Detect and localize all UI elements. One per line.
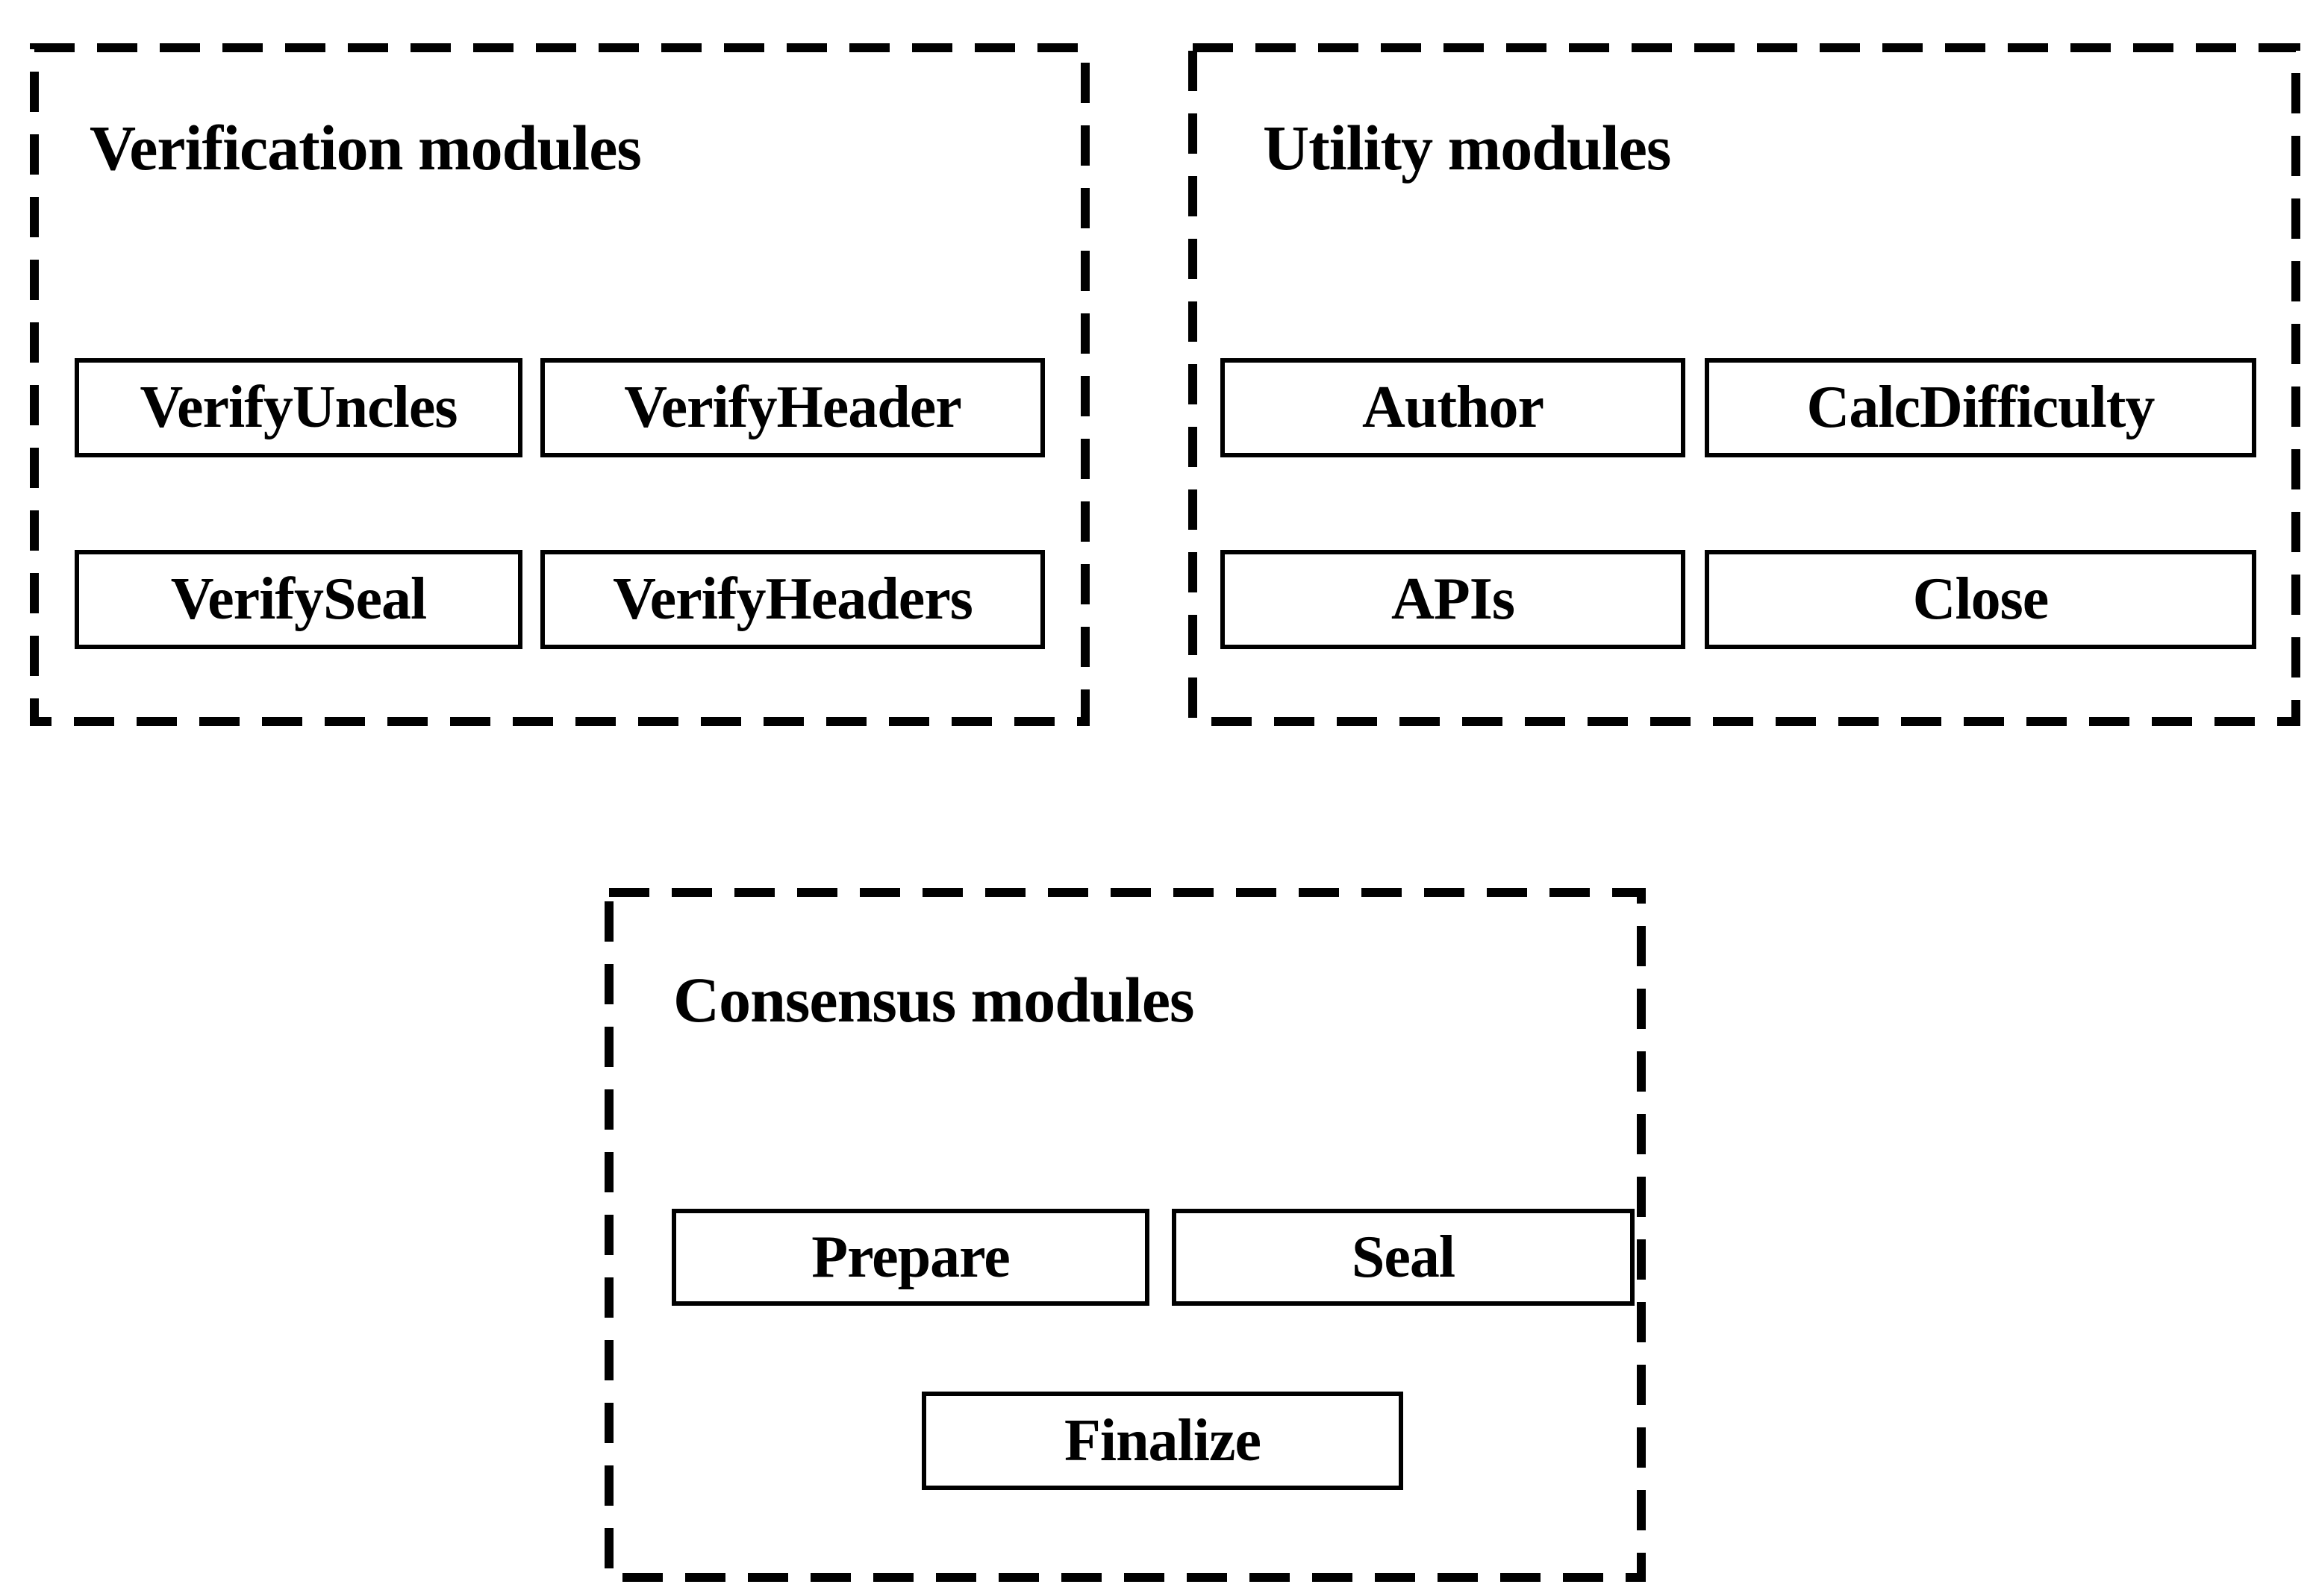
consensus-modules-group: Consensus modules Prepare Seal Finalize (605, 888, 1646, 1582)
module-verifyseal: VerifySeal (75, 550, 522, 649)
module-verifyheader: VerifyHeader (540, 358, 1045, 457)
module-apis: APIs (1220, 550, 1685, 649)
module-verifyuncles: VerifyUncles (75, 358, 522, 457)
utility-modules-group: Utility modules Author CalcDifficulty AP… (1188, 43, 2300, 726)
module-calcdifficulty: CalcDifficulty (1705, 358, 2256, 457)
consensus-modules-title: Consensus modules (673, 964, 1194, 1036)
verification-modules-title: Verification modules (90, 112, 642, 184)
dashed-border (1188, 43, 2300, 726)
dashed-border (30, 43, 1090, 726)
module-seal: Seal (1172, 1209, 1635, 1306)
module-prepare: Prepare (672, 1209, 1149, 1306)
module-verifyheaders: VerifyHeaders (540, 550, 1045, 649)
utility-modules-title: Utility modules (1263, 112, 1671, 184)
verification-modules-group: Verification modules VerifyUncles Verify… (30, 43, 1090, 726)
module-author: Author (1220, 358, 1685, 457)
module-close: Close (1705, 550, 2256, 649)
module-finalize: Finalize (922, 1392, 1403, 1490)
dashed-border (605, 888, 1646, 1582)
